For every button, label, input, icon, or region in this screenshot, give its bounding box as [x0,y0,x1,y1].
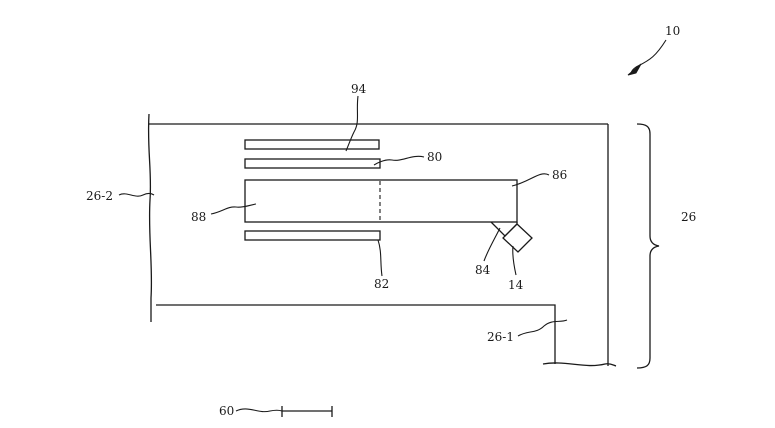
leader-26-1 [518,320,567,336]
leader-80 [374,156,424,165]
leader-82 [378,240,382,276]
housing-bracket [637,124,659,368]
leader-88 [211,204,256,214]
label-94: 94 [351,82,367,96]
housing-left-break-edge [149,114,152,322]
member-86 [245,180,517,222]
housing-outline [149,114,616,366]
label-14: 14 [508,278,524,292]
element-14 [503,224,532,252]
label-86: 86 [552,168,567,182]
label-26-2: 26-2 [86,189,113,203]
label-26: 26 [681,210,696,224]
leader-26-2 [119,194,154,197]
label-80: 80 [427,150,442,164]
label-60: 60 [219,404,234,418]
housing-bottom-break-edge [543,363,616,366]
label-10: 10 [665,24,680,38]
reference-arrow-10 [628,40,666,75]
label-84: 84 [475,263,491,277]
arrow-10-head [628,64,641,75]
leader-84 [484,228,500,261]
leader-60 [236,409,282,412]
label-82: 82 [374,277,389,291]
leader-lines [119,96,567,412]
label-26-1: 26-1 [487,330,514,344]
connector-84 [491,222,517,236]
plate-82 [245,231,380,240]
plate-94 [245,140,379,149]
label-88: 88 [191,210,206,224]
plate-80 [245,159,380,168]
scale-bar [282,406,332,417]
